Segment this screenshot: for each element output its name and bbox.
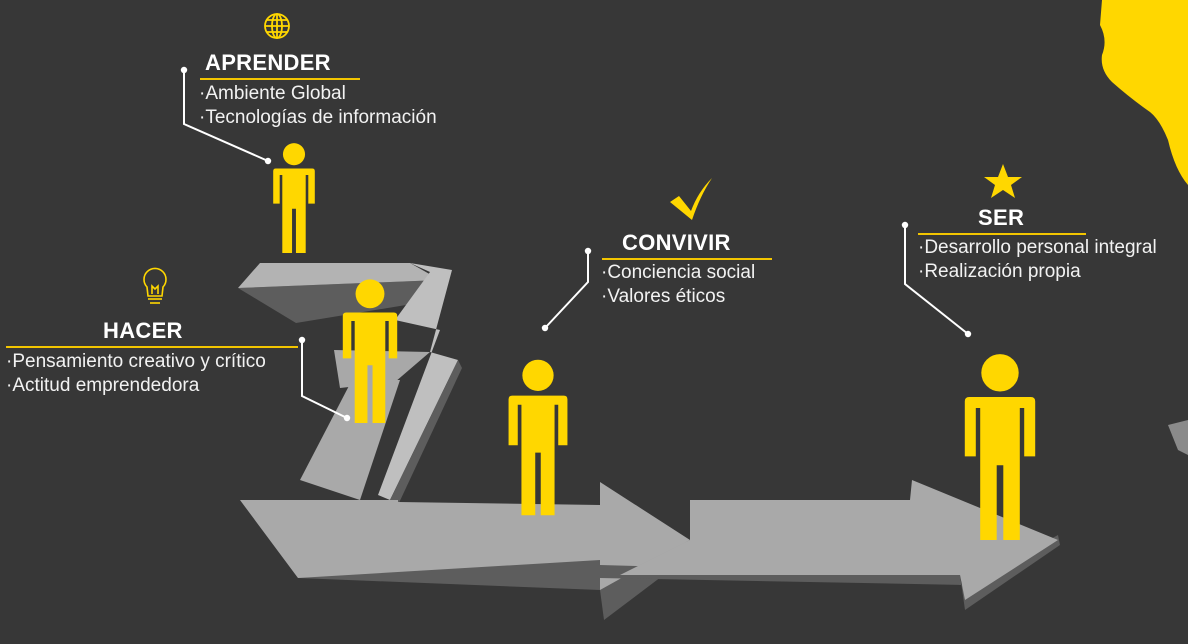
ser-dot-top [901, 221, 909, 229]
yellow-shape-decoration [1100, 0, 1188, 185]
convivir-dot-top [584, 247, 592, 255]
star-icon [984, 164, 1022, 198]
leader-lines [183, 70, 969, 419]
convivir-dot-end [541, 324, 549, 332]
convivir-leader-line [544, 251, 589, 329]
aprender-leader-line [183, 70, 269, 162]
ser-items: ·Desarrollo personal integral ·Realizaci… [918, 236, 1157, 284]
hacer-item: ·Pensamiento creativo y crítico [6, 351, 266, 372]
checkmark-icon [670, 178, 712, 220]
ser-dot-end [964, 330, 972, 338]
lightbulb-icon [143, 267, 167, 304]
aprender-dot-top [180, 66, 188, 74]
aprender-items: ·Ambiente Global ·Tecnologías de informa… [199, 82, 437, 130]
upper-step [238, 263, 440, 323]
leader-dots [180, 66, 972, 422]
hacer-title: HACER [103, 318, 183, 343]
convivir-underline [602, 258, 772, 260]
ser-underline [918, 233, 1086, 235]
ser-leader-line [904, 225, 969, 335]
ser-item: ·Desarrollo personal integral [918, 237, 1157, 258]
convivir-item: ·Valores éticos [601, 286, 726, 307]
gray-fragment-decoration [1168, 420, 1188, 455]
hacer-leader-line [301, 340, 348, 419]
person-convivir [508, 359, 568, 516]
aprender-item: ·Ambiente Global [199, 83, 346, 104]
aprender-dot-end [264, 157, 272, 165]
convivir-items: ·Conciencia social ·Valores éticos [601, 261, 755, 309]
ser-title: SER [978, 205, 1025, 230]
hacer-items: ·Pensamiento creativo y crítico ·Actitud… [6, 350, 266, 398]
arrow-two [600, 480, 1060, 610]
hacer-dot-end [343, 414, 351, 422]
person-aprender [273, 143, 315, 253]
hacer-dot-top [298, 336, 306, 344]
hacer-underline [6, 346, 298, 348]
hacer-item: ·Actitud emprendedora [6, 375, 200, 396]
aprender-item: ·Tecnologías de información [199, 107, 437, 128]
arrow-one [240, 482, 690, 620]
aprender-underline [200, 78, 360, 80]
convivir-title: CONVIVIR [622, 230, 731, 255]
globe-icon [264, 13, 290, 39]
convivir-item: ·Conciencia social [601, 262, 756, 283]
ser-item: ·Realización propia [918, 261, 1081, 282]
aprender-title: APRENDER [205, 50, 331, 75]
